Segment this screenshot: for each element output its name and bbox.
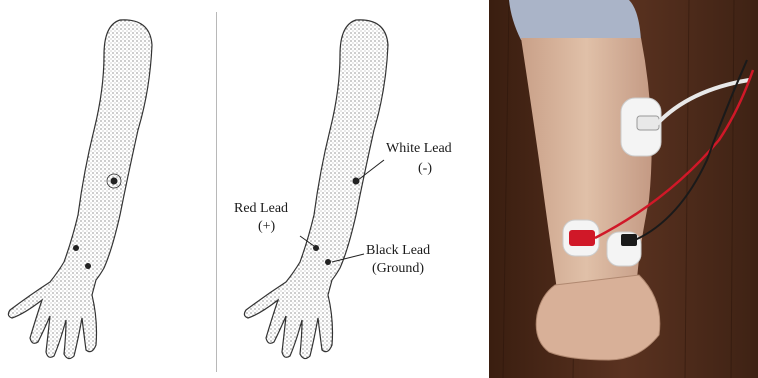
- black-lead-label: Black Lead: [366, 242, 430, 259]
- arm-outline: [8, 20, 152, 359]
- white-lead-sign: (-): [418, 160, 432, 177]
- red-lead-sign: (+): [258, 218, 275, 235]
- black-lead-ground: (Ground): [372, 260, 424, 277]
- electrode-upper: [621, 98, 661, 156]
- electrode-dot-lower: [85, 263, 91, 269]
- black-lead-electrode: [325, 259, 331, 265]
- arm-outline: [244, 20, 388, 359]
- red-lead-label: Red Lead: [234, 200, 288, 217]
- arm-sketch-labeled: [218, 0, 488, 378]
- arm-illustration-labeled: White Lead (-) Red Lead (+) Black Lead (…: [218, 0, 488, 378]
- fist: [536, 275, 660, 360]
- forearm-photo-render: [489, 0, 758, 378]
- white-lead-electrode: [353, 178, 360, 185]
- white-lead-label: White Lead: [386, 140, 452, 157]
- panel-divider: [216, 12, 217, 372]
- electrode-dot-middle: [73, 245, 79, 251]
- electrode-dot-upper: [111, 178, 118, 185]
- sleeve: [509, 0, 641, 40]
- arm-sketch-plain: [0, 0, 216, 378]
- forearm-photo: [489, 0, 758, 378]
- arm-illustration-plain: [0, 0, 216, 378]
